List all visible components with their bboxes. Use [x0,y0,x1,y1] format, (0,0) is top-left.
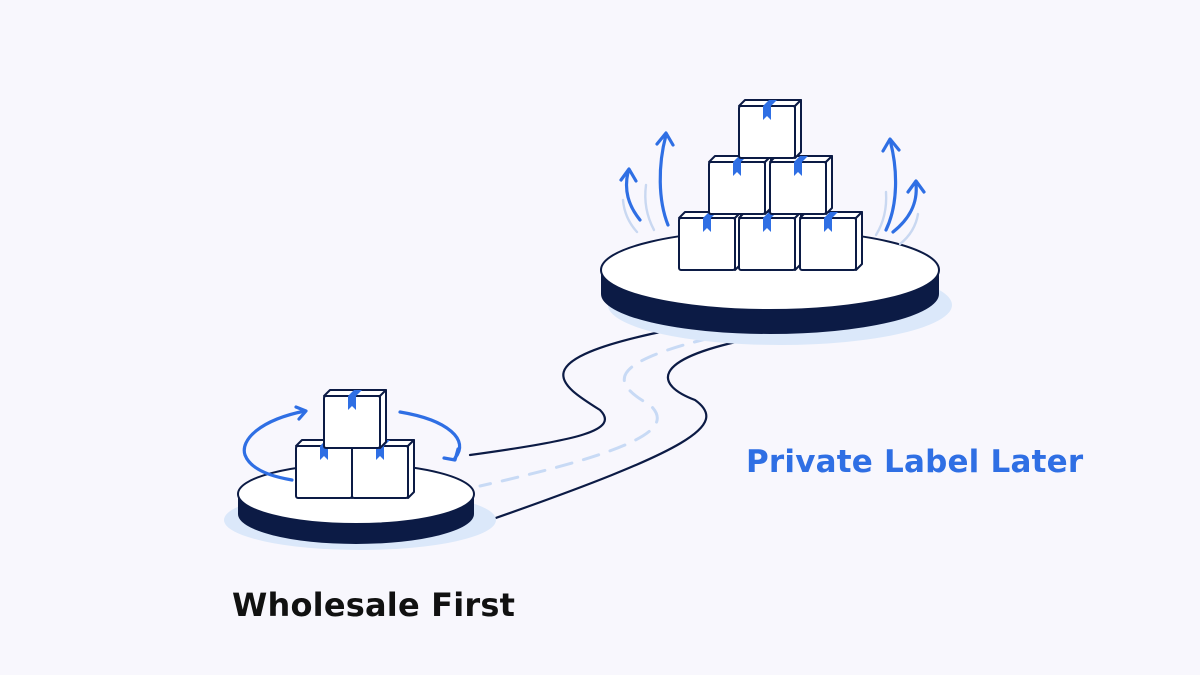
stacked-boxes-icon [678,99,863,271]
cycle-arrows-icon [242,405,462,482]
growth-arrows-icon [619,131,926,246]
winding-road [468,328,747,522]
stacked-boxes-icon [295,389,415,499]
stage-label-private-label: Private Label Later [746,444,1084,480]
stage-label-wholesale: Wholesale First [232,586,516,624]
